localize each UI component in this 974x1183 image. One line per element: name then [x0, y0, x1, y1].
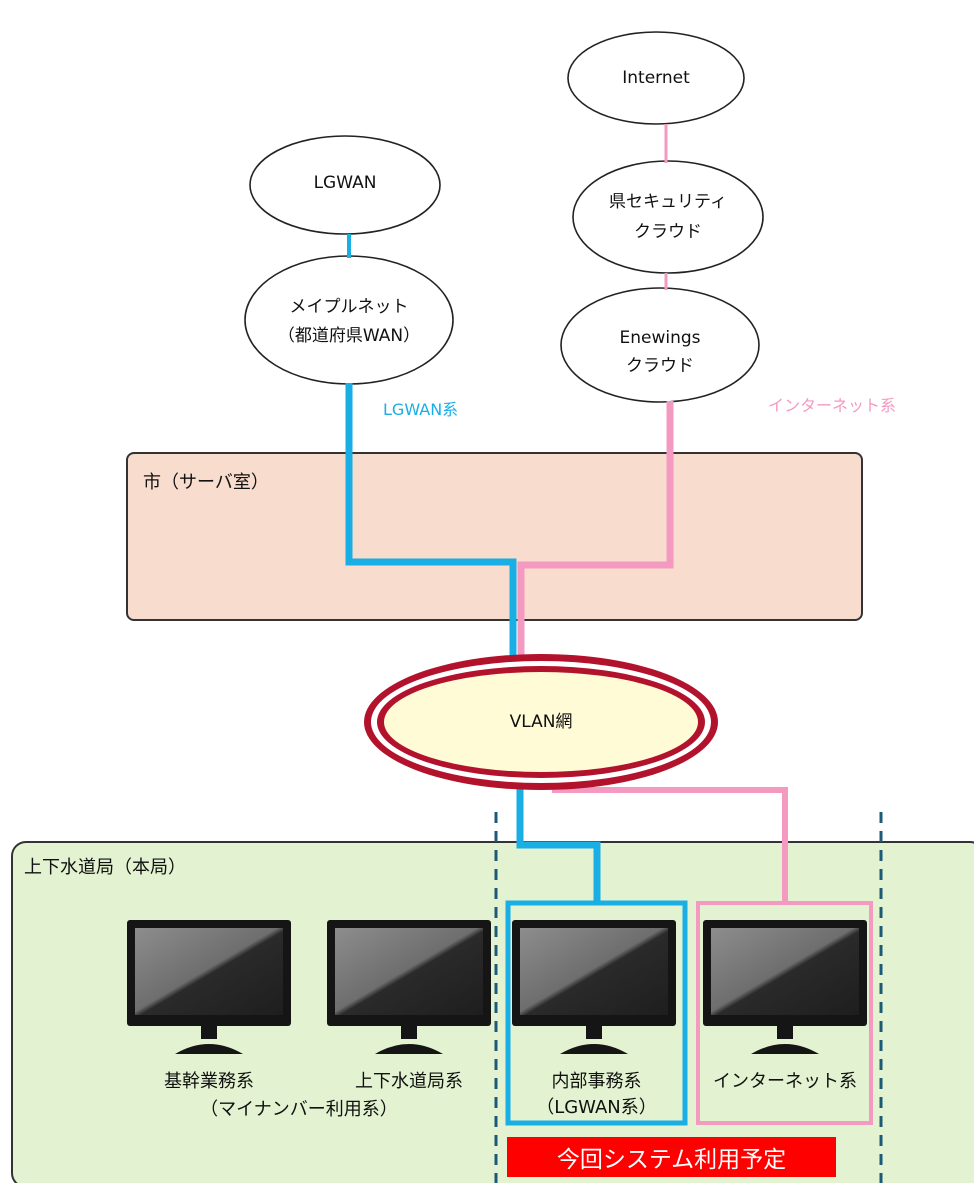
- vlan-ring: [364, 654, 718, 790]
- server-room-title: 市（サーバ室）: [143, 472, 269, 493]
- workstation-label-internal-sub: （LGWAN系）: [536, 1097, 657, 1118]
- workstation-label-bureau: 上下水道局系: [355, 1071, 463, 1092]
- internet-line: [517, 401, 674, 662]
- internet-system-label: インターネット系: [768, 396, 897, 415]
- lgwan-cloud-label: LGWAN: [313, 173, 377, 193]
- maple-net-cloud: [244, 255, 454, 385]
- monitor-icon: [127, 920, 291, 1054]
- lgwan-system-label: LGWAN系: [383, 400, 459, 419]
- workstation-label-internet: インターネット系: [713, 1071, 857, 1092]
- enewings-cloud: [560, 287, 760, 403]
- planned-usage-banner: 今回システム利用予定: [507, 1137, 836, 1177]
- pref-security-label-2: クラウド: [634, 222, 702, 242]
- enewings-label-1: Enewings: [619, 328, 701, 348]
- lgwan-drop-line: [516, 788, 601, 903]
- server-room-box: [126, 452, 863, 621]
- workstation-label-internal: 内部事務系: [551, 1071, 642, 1092]
- lgwan-line: [345, 383, 517, 662]
- workstation-label-core: 基幹業務系: [164, 1071, 254, 1092]
- maple-net-label-2: （都道府県WAN）: [277, 326, 421, 346]
- pref-security-label-1: 県セキュリティ: [609, 192, 727, 212]
- monitor-icon: [703, 920, 867, 1054]
- vlan-label: VLAN網: [509, 712, 573, 732]
- monitor-icon: [327, 920, 491, 1054]
- maple-net-label-1: メイプルネット: [289, 297, 409, 317]
- lgwan-terminal-frame: [505, 900, 688, 1126]
- pref-security-cloud: [572, 160, 764, 274]
- internet-cloud: [567, 31, 745, 125]
- internet-terminal-frame: [696, 901, 873, 1125]
- mynumber-note: （マイナンバー利用系）: [200, 1099, 398, 1120]
- enewings-label-2: クラウド: [626, 356, 694, 376]
- monitor-icon: [512, 920, 676, 1054]
- internet-cloud-label: Internet: [622, 68, 690, 88]
- lgwan-cloud: [249, 135, 441, 235]
- bureau-title: 上下水道局（本局）: [24, 857, 186, 878]
